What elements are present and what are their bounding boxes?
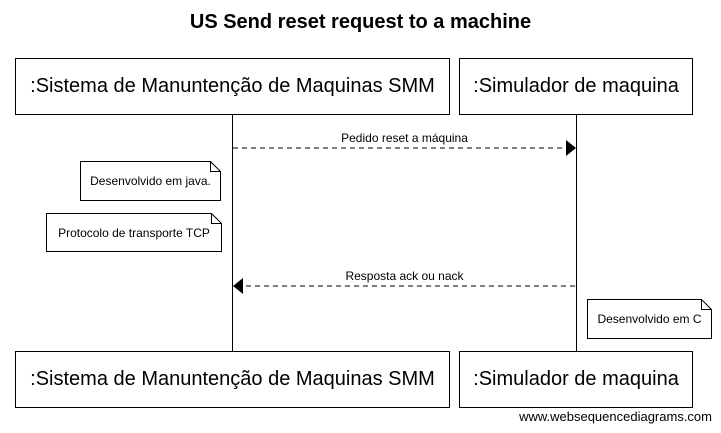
message-arrow-response <box>233 278 575 294</box>
participant-simulador-bottom: :Simulador de maquina <box>459 351 693 408</box>
participant-label: :Simulador de maquina <box>473 75 679 97</box>
participant-smm-top: :Sistema de Manuntenção de Maquinas SMM <box>15 58 450 115</box>
note-shape <box>587 299 712 339</box>
lifeline-simulador <box>576 115 577 351</box>
note-shape <box>80 161 221 201</box>
participant-label: :Sistema de Manuntenção de Maquinas SMM <box>30 368 435 390</box>
watermark-link[interactable]: www.websequencediagrams.com <box>519 409 712 424</box>
note-tcp: Protocolo de transporte TCP <box>46 213 222 252</box>
participant-label: :Simulador de maquina <box>473 368 679 390</box>
diagram-title: US Send reset request to a machine <box>189 11 532 33</box>
note-shape <box>46 213 222 252</box>
message-arrow-request <box>233 140 576 156</box>
participant-label: :Sistema de Manuntenção de Maquinas SMM <box>30 75 435 97</box>
lifeline-smm <box>232 115 233 351</box>
note-java: Desenvolvido em java. <box>80 161 221 201</box>
participant-smm-bottom: :Sistema de Manuntenção de Maquinas SMM <box>15 351 450 408</box>
message-label-response: Resposta ack ou nack <box>345 269 464 283</box>
message-label-request: Pedido reset a máquina <box>341 131 468 145</box>
note-text: Desenvolvido em C <box>597 312 702 326</box>
note-c: Desenvolvido em C <box>587 299 712 339</box>
note-text: Desenvolvido em java. <box>90 174 211 188</box>
participant-simulador-top: :Simulador de maquina <box>459 58 693 115</box>
note-text: Protocolo de transporte TCP <box>58 225 210 240</box>
